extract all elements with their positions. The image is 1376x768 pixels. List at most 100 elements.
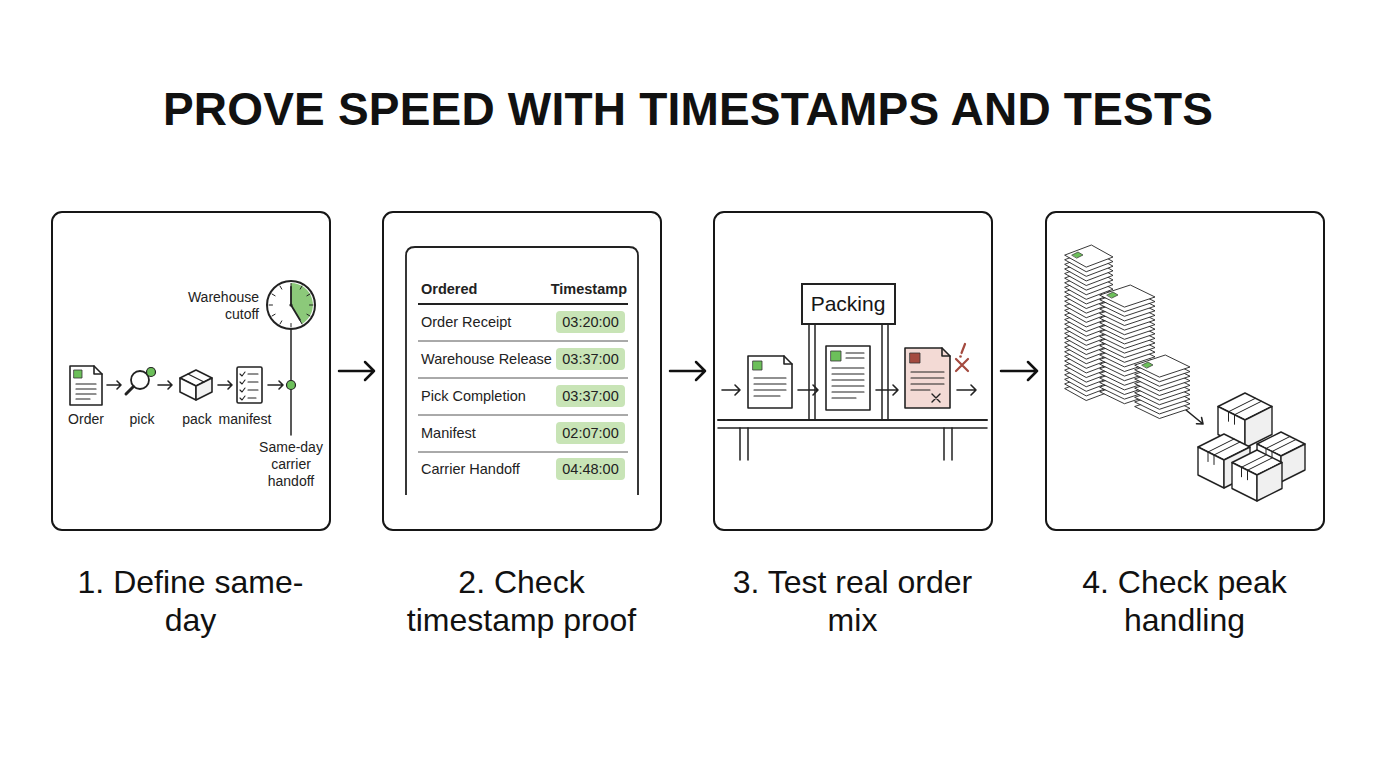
- handoff-label: Same-day carrier handoff: [254, 439, 328, 490]
- connector-line: [1001, 362, 1037, 380]
- flow-arrow: [798, 385, 818, 395]
- rejected-document: [932, 394, 940, 402]
- cutoff-clock: [291, 287, 300, 320]
- table-cell: Order Receipt: [421, 314, 553, 331]
- packing-station: [718, 325, 987, 460]
- sign-text: Packing: [811, 292, 886, 316]
- rejected-document: [911, 372, 944, 390]
- flow-arrow: [107, 381, 121, 389]
- cutoff-clock: [269, 284, 313, 328]
- icon-label: pack: [172, 411, 222, 428]
- pack-box-icon: [180, 370, 212, 400]
- box-tape: [1266, 437, 1296, 452]
- shipping-box: [1232, 450, 1282, 501]
- handoff-dot: [287, 381, 296, 390]
- timestamp-pill: [556, 311, 625, 333]
- order-document: [748, 356, 792, 408]
- order-document-icon: [74, 370, 82, 378]
- error-mark: [956, 344, 968, 371]
- error-mark: [956, 359, 968, 371]
- order-document: [753, 361, 762, 370]
- timestamp-value: 04:48:00: [556, 461, 625, 478]
- icon-label: Order: [56, 411, 116, 428]
- table-cell: Warehouse Release: [421, 351, 553, 368]
- flow-arrow: [1186, 410, 1203, 424]
- diagram-title: PROVE SPEED WITH TIMESTAMPS AND TESTS: [0, 82, 1376, 136]
- timestamp-pill: [556, 385, 625, 407]
- order-document-icon: [70, 366, 102, 405]
- rejected-document: [942, 348, 950, 356]
- cutoff-clock: [291, 283, 313, 324]
- flow-arrow: [158, 381, 172, 389]
- flow-arrow: [158, 381, 172, 389]
- handoff-dot: [287, 381, 296, 390]
- order-document: [826, 346, 870, 410]
- flow-connector: [1001, 362, 1037, 380]
- flow-arrow: [1186, 410, 1203, 424]
- flow-arrow: [218, 381, 232, 389]
- flow-arrow: [957, 385, 976, 395]
- flow-arrow: [876, 385, 898, 395]
- flow-arrow: [876, 385, 898, 395]
- pack-box-icon: [188, 374, 204, 382]
- timestamp-value: 03:20:00: [556, 314, 625, 331]
- order-mark: [1142, 362, 1153, 368]
- flow-arrow: [798, 385, 818, 395]
- connector-line: [339, 362, 374, 380]
- order-document-icon: [94, 366, 102, 374]
- order-document-icon: [76, 384, 96, 399]
- table-cell: Pick Completion: [421, 388, 553, 405]
- paper-sheet: [1135, 355, 1190, 377]
- paper-sheet: [1065, 245, 1113, 267]
- box-tape: [1229, 412, 1235, 425]
- step-caption: 4. Check peak handling: [1055, 563, 1315, 639]
- timestamp-value: 03:37:00: [556, 351, 625, 368]
- rejected-document: [905, 348, 950, 408]
- box-tape: [1229, 398, 1262, 415]
- flow-arrow: [107, 381, 121, 389]
- cutoff-label: Warehouse cutoff: [181, 289, 259, 323]
- step-caption: 2. Check timestamp proof: [392, 563, 652, 639]
- flow-arrow: [722, 385, 740, 395]
- paper-stack: [1135, 355, 1190, 418]
- error-mark: [959, 355, 962, 358]
- pack-box-icon: [180, 378, 196, 400]
- order-document: [754, 378, 786, 396]
- table-header: Ordered: [421, 281, 521, 298]
- order-document-icon: [70, 366, 102, 405]
- step-caption: 3. Test real order mix: [723, 563, 983, 639]
- box-side: [1198, 447, 1224, 488]
- cutoff-clock: [267, 281, 315, 329]
- order-document: [832, 353, 864, 398]
- flow-arrow: [957, 385, 976, 395]
- timestamp-table: [406, 247, 638, 495]
- box-tape: [1208, 452, 1214, 465]
- box-side: [1257, 463, 1282, 502]
- pack-box-icon: [196, 378, 212, 400]
- manifest-checklist-icon: [240, 372, 258, 400]
- box-side: [1281, 444, 1305, 482]
- step-panel: 2. Check timestamp proof: [382, 211, 662, 531]
- table-header: Timestamp: [517, 281, 627, 298]
- flow-connector: [339, 362, 374, 380]
- pick-magnifier-icon: [126, 368, 156, 395]
- manifest-checklist-icon: [237, 367, 262, 403]
- flow-arrow: [218, 381, 232, 389]
- error-mark: [962, 344, 966, 353]
- timestamp-pill: [556, 458, 625, 480]
- peak-illustration: [1065, 245, 1305, 501]
- flow-arrow: [268, 381, 283, 389]
- manifest-checklist-icon: [237, 367, 262, 403]
- flow-connector: [670, 362, 705, 380]
- rejected-document: [905, 348, 950, 408]
- packing-station: [718, 419, 987, 421]
- timestamp-table: [406, 247, 638, 495]
- step-caption: 1. Define same-day: [61, 563, 321, 639]
- icon-label: pick: [117, 411, 167, 428]
- box-tape: [1208, 439, 1240, 455]
- order-document: [831, 351, 841, 361]
- step-panel: 3. Test real order mixPacking: [713, 211, 993, 531]
- timestamp-pill: [556, 422, 625, 444]
- order-document: [784, 356, 792, 364]
